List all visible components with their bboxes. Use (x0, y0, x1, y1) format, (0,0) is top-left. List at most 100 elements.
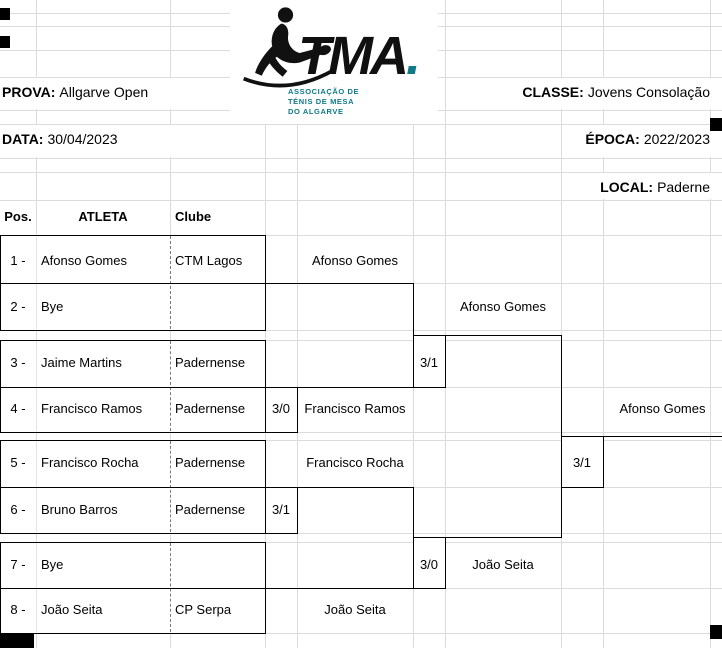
final-winner: Afonso Gomes (619, 401, 706, 416)
score-cell-sf2 (413, 537, 446, 589)
entry-name: Bye (41, 299, 64, 314)
logo-organization-name: ASSOCIAÇÃO DE TÉNIS DE MESA DO ALGARVE (288, 87, 359, 117)
classe-row: CLASSE:Jovens Consolação (522, 84, 710, 100)
grid-hline (0, 542, 722, 543)
grid-vline (297, 0, 298, 648)
score-cell-qf2 (265, 387, 298, 433)
entry-name: Afonso Gomes (41, 253, 127, 268)
grid-hline (0, 158, 722, 159)
entry-club: CP Serpa (175, 602, 232, 617)
entry-pos: 3 - (10, 355, 26, 370)
sheet-artifact (0, 633, 34, 648)
entry-pos: 4 - (10, 401, 26, 416)
grid-vline (710, 0, 711, 648)
grid-hline (0, 533, 722, 534)
data-cell-background (0, 125, 175, 157)
column-header-pos: Pos. (4, 209, 32, 224)
club-column-dashed-separator (170, 341, 171, 431)
data-value: 30/04/2023 (47, 131, 118, 147)
entry-name: João Seita (41, 602, 103, 617)
entry-club: Padernense (175, 455, 246, 470)
grid-hline (0, 235, 722, 236)
bracket-hline (0, 283, 414, 284)
epoca-row: ÉPOCA:2022/2023 (585, 131, 710, 147)
quarterfinal-score: 3/1 (271, 502, 291, 517)
classe-label: CLASSE: (522, 84, 584, 100)
entry-name: Francisco Ramos (41, 401, 143, 416)
semifinal-score: 3/1 (419, 355, 439, 370)
pos-column-separator (36, 236, 37, 329)
prova-row: PROVA:Allgarve Open (2, 84, 148, 100)
table-tennis-player-icon (243, 7, 333, 88)
semifinal-winner: Afonso Gomes (460, 299, 546, 314)
score-cell-sf1 (413, 335, 446, 388)
pos-column-separator (36, 543, 37, 632)
entry-pos: 1 - (10, 253, 26, 268)
entry-name: Jaime Martins (41, 355, 122, 370)
entry-pos: 5 - (10, 455, 26, 470)
sheet-artifact (710, 625, 722, 639)
epoca-value: 2022/2023 (643, 131, 710, 147)
logo-org-line: TÉNIS DE MESA (288, 97, 355, 106)
entry-club: Padernense (175, 401, 246, 416)
semifinal-winner: João Seita (472, 557, 534, 572)
logo-org-line: DO ALGARVE (288, 107, 344, 116)
bracket-hline (0, 487, 414, 488)
grid-hline (0, 633, 722, 634)
grid-hline (0, 330, 722, 331)
bracket-hline (561, 436, 722, 437)
club-column-dashed-separator (170, 441, 171, 532)
round2-winner: Francisco Rocha (306, 455, 404, 470)
round2-winner: Afonso Gomes (312, 253, 398, 268)
club-column-dashed-separator (170, 543, 171, 632)
entry-pos: 7 - (10, 557, 26, 572)
bracket-hline (413, 335, 562, 336)
bracket-hline (0, 387, 414, 388)
grid-hline (0, 172, 722, 173)
grid-vline (561, 0, 562, 648)
entry-club: Padernense (175, 502, 246, 517)
prova-label: PROVA: (2, 84, 56, 100)
column-header-clube: Clube (175, 209, 212, 224)
logo-dot: . (405, 26, 421, 86)
score-cell-qf3 (265, 487, 298, 534)
prova-value: Allgarve Open (59, 84, 149, 100)
grid-vline (603, 0, 604, 648)
column-header-atleta: ATLETA (78, 209, 128, 224)
grid-hline (0, 432, 722, 433)
local-cell-background (580, 173, 715, 199)
entry-pos: 8 - (10, 602, 26, 617)
quarterfinal-score: 3/0 (271, 401, 291, 416)
pos-column-separator (36, 341, 37, 431)
logo-acronym-text: TMA (298, 26, 409, 86)
grid-hline (0, 440, 722, 441)
entry-club: CTM Lagos (175, 253, 243, 268)
grid-vline (445, 0, 446, 648)
logo-acronym: TMA. (298, 26, 421, 86)
final-score: 3/1 (572, 455, 592, 470)
local-row: LOCAL:Paderne (600, 179, 710, 195)
data-row: DATA:30/04/2023 (2, 131, 118, 147)
local-label: LOCAL: (600, 179, 654, 195)
prova-cell-background (0, 78, 215, 109)
entry-name: Bruno Barros (41, 502, 118, 517)
entry-pos: 2 - (10, 299, 26, 314)
classe-value: Jovens Consolação (587, 84, 710, 100)
club-column-dashed-separator (170, 236, 171, 329)
local-value: Paderne (657, 179, 710, 195)
sheet-artifact (0, 36, 10, 48)
data-label: DATA: (2, 131, 44, 147)
pos-column-separator (36, 441, 37, 532)
sheet-artifact (0, 8, 10, 20)
entry-name: Francisco Rocha (41, 455, 139, 470)
grid-hline (0, 124, 722, 125)
bracket-hline (0, 588, 414, 589)
entry-name: Bye (41, 557, 64, 572)
epoca-cell-background (570, 125, 715, 157)
classe-cell-background (460, 78, 712, 109)
logo-org-line: ASSOCIAÇÃO DE (288, 87, 360, 96)
round2-winner: Francisco Ramos (304, 401, 406, 416)
entry-pos: 6 - (10, 502, 26, 517)
round2-winner: João Seita (324, 602, 386, 617)
round1-pair-box-2 (0, 340, 266, 433)
